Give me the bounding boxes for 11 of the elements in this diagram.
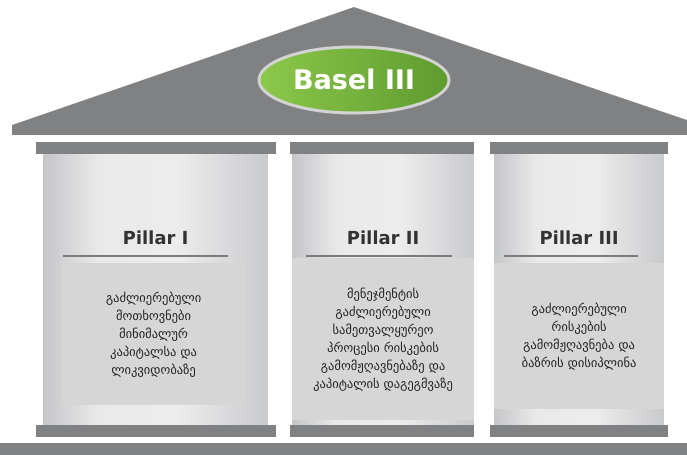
description-panel: გაძლიერებული რისკების გამომჟღავნება და ბაზრის დისიპლინა <box>494 263 664 409</box>
description-panel: გაძლიერებული მოთხოვნები მინიმალურ კაპიტალსა და ლიკვიდობაზე <box>62 263 245 405</box>
pillar-column <box>292 154 474 425</box>
pillar-heading: Pillar III <box>538 228 620 249</box>
pillar-column <box>494 154 664 425</box>
title-oval <box>257 45 451 115</box>
description-panel: მენეჯმენტის გაძლიერებული სამეთვალყურეო პროცესი რისკების გამომჟღავნებაზე და კაპიტალის დაგეგმვაზე <box>292 258 474 420</box>
pillar-column <box>43 154 268 425</box>
pillar-heading: Pillar I <box>122 228 190 249</box>
pillar-heading: Pillar II <box>346 228 420 249</box>
title-text: Basel III <box>293 64 415 96</box>
